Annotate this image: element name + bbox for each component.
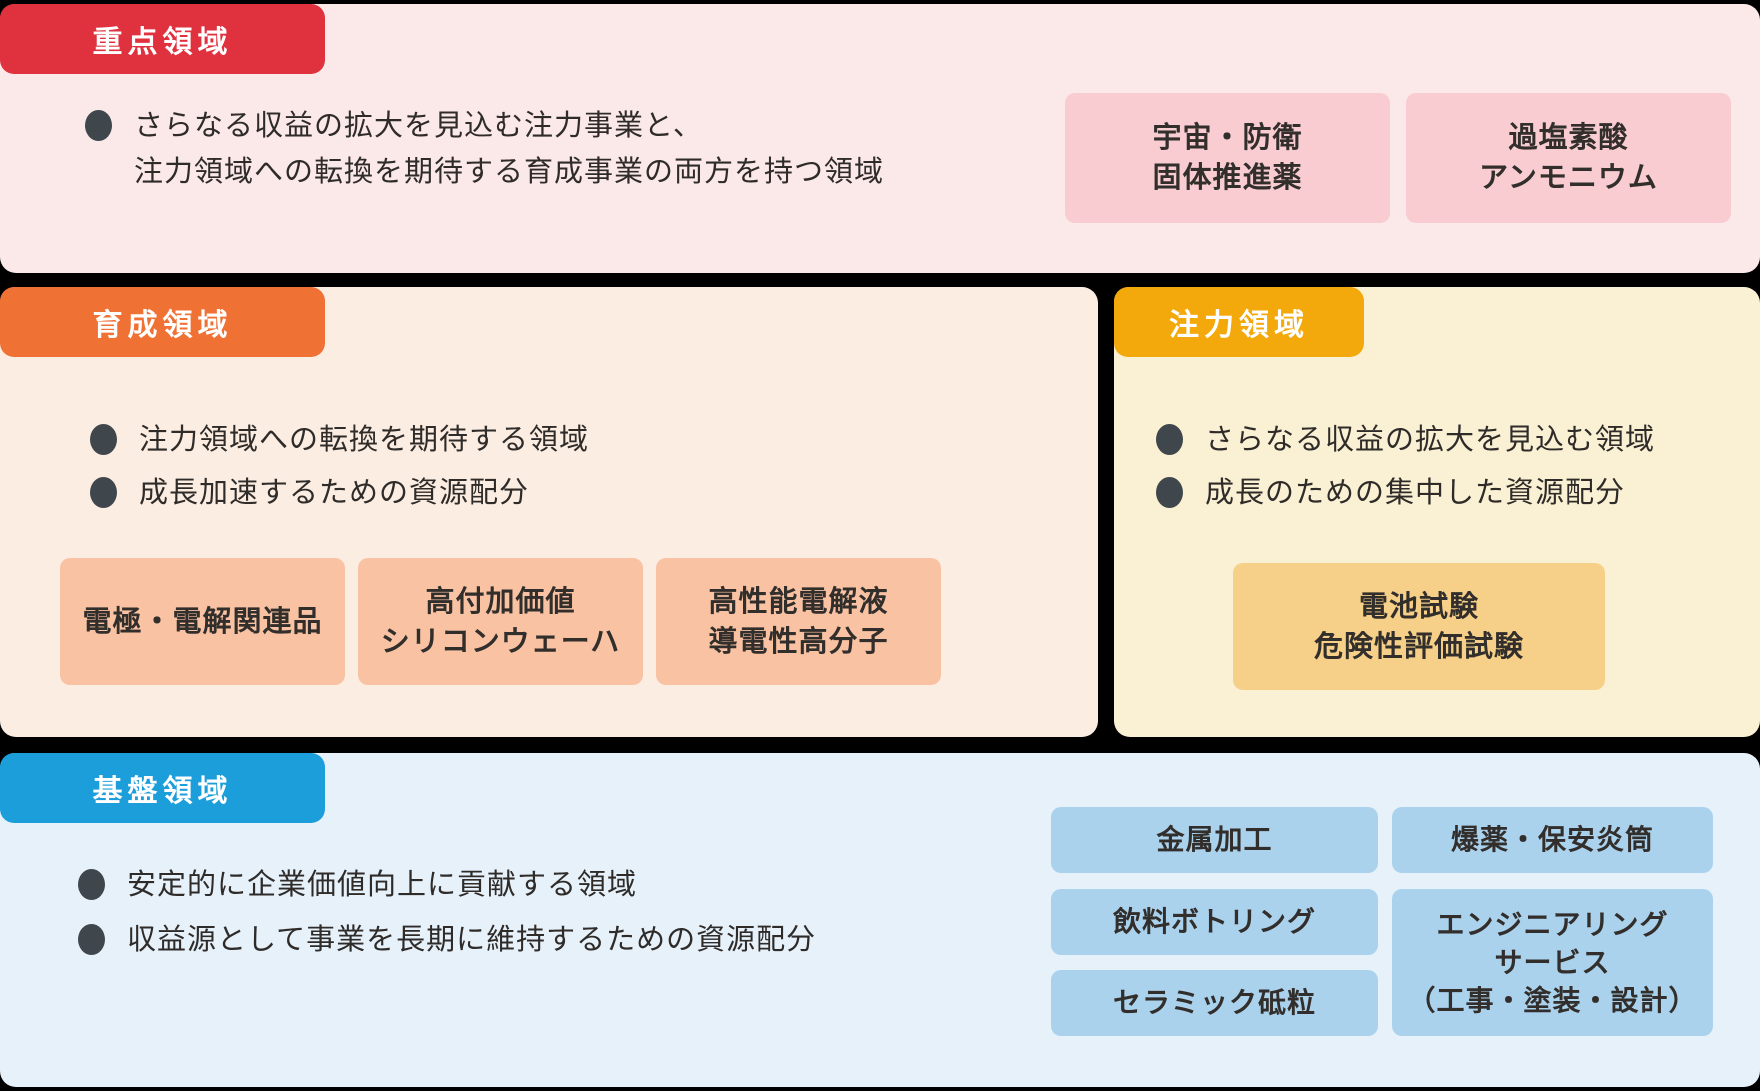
bullet-dot-icon	[90, 424, 117, 455]
box-text-line: シリコンウェーハ	[380, 625, 621, 658]
bullet-text-line: 安定的に企業価値向上に貢献する領域	[127, 869, 638, 901]
foundation-bullet-item: 安定的に企業価値向上に貢献する領域	[78, 862, 637, 908]
bullet-text-line: 収益源として事業を長期に維持するための資源配分	[127, 924, 817, 956]
foundation-bullet-item: 収益源として事業を長期に維持するための資源配分	[78, 917, 816, 963]
box-text-line: 固体推進薬	[1152, 162, 1303, 194]
development-area-panel: 育成領域 注力領域への転換を期待する領域 成長加速するための資源配分 電極・電解…	[0, 287, 1098, 737]
priority-bullet-item: さらなる収益の拡大を見込む注力事業と、 注力領域への転換を期待する育成事業の両方…	[85, 103, 884, 195]
foundation-box-metal-processing: 金属加工	[1051, 807, 1378, 873]
box-text-line: エンジニアリング	[1436, 908, 1669, 940]
focus-bullet-item: さらなる収益の拡大を見込む領域	[1156, 417, 1655, 463]
development-box-electrolyte-polymer: 高性能電解液 導電性高分子	[656, 558, 941, 685]
bullet-dot-icon	[1156, 477, 1183, 508]
bullet-text-line: 成長加速するための資源配分	[139, 477, 530, 509]
foundation-area-badge: 基盤領域	[0, 753, 325, 823]
foundation-area-panel: 基盤領域 安定的に企業価値向上に貢献する領域 収益源として事業を長期に維持するた…	[0, 753, 1760, 1087]
box-text-line: 飲料ボトリング	[1112, 906, 1316, 937]
bullet-text-line: さらなる収益の拡大を見込む注力事業と、	[134, 110, 703, 142]
foundation-box-ceramic-abrasives: セラミック砥粒	[1051, 970, 1378, 1036]
development-bullet-item: 成長加速するための資源配分	[90, 470, 529, 516]
development-box-electrodes: 電極・電解関連品	[60, 558, 345, 685]
bullet-dot-icon	[85, 110, 112, 141]
bullet-text-line: 成長のための集中した資源配分	[1205, 477, 1626, 509]
focus-area-badge: 注力領域	[1114, 287, 1364, 357]
bullet-text-line: 注力領域への転換を期待する領域	[139, 424, 590, 456]
bullet-dot-icon	[90, 477, 117, 508]
priority-area-badge: 重点領域	[0, 4, 325, 74]
box-text-line: アンモニウム	[1479, 162, 1658, 194]
priority-box-ammonium-perchlorate: 過塩素酸 アンモニウム	[1406, 93, 1731, 223]
box-text-line: 爆薬・保安炎筒	[1450, 824, 1654, 855]
box-text-line: 金属加工	[1156, 824, 1273, 855]
bullet-dot-icon	[1156, 424, 1183, 455]
focus-box-battery-testing: 電池試験 危険性評価試験	[1233, 563, 1605, 690]
bullet-text-line: さらなる収益の拡大を見込む領域	[1205, 424, 1656, 456]
priority-area-panel: 重点領域 さらなる収益の拡大を見込む注力事業と、 注力領域への転換を期待する育成…	[0, 4, 1760, 273]
foundation-box-beverage-bottling: 飲料ボトリング	[1051, 889, 1378, 955]
bullet-dot-icon	[78, 869, 105, 900]
box-text-line: 宇宙・防衛	[1152, 122, 1303, 154]
box-text-line: （工事・塗装・設計）	[1407, 984, 1698, 1016]
box-text-line: 過塩素酸	[1508, 122, 1629, 154]
development-bullet-item: 注力領域への転換を期待する領域	[90, 417, 589, 463]
box-text-line: 高性能電解液	[708, 585, 889, 618]
box-text-line: サービス	[1494, 946, 1611, 978]
box-text-line: 電極・電解関連品	[82, 605, 323, 638]
development-area-badge: 育成領域	[0, 287, 325, 357]
priority-box-space-defense: 宇宙・防衛 固体推進薬	[1065, 93, 1390, 223]
focus-bullet-item: 成長のための集中した資源配分	[1156, 470, 1625, 516]
focus-area-panel: 注力領域 さらなる収益の拡大を見込む領域 成長のための集中した資源配分 電池試験…	[1114, 287, 1760, 737]
box-text-line: 電池試験	[1358, 590, 1479, 623]
foundation-box-engineering-services: エンジニアリング サービス （工事・塗装・設計）	[1392, 889, 1713, 1036]
box-text-line: 危険性評価試験	[1313, 630, 1524, 663]
foundation-box-explosives-flares: 爆薬・保安炎筒	[1392, 807, 1713, 873]
box-text-line: セラミック砥粒	[1112, 987, 1316, 1018]
box-text-line: 高付加価値	[425, 585, 576, 618]
development-box-silicon-wafer: 高付加価値 シリコンウェーハ	[358, 558, 643, 685]
bullet-text-line: 注力領域への転換を期待する育成事業の両方を持つ領域	[134, 156, 885, 188]
box-text-line: 導電性高分子	[708, 625, 889, 658]
bullet-dot-icon	[78, 924, 105, 955]
